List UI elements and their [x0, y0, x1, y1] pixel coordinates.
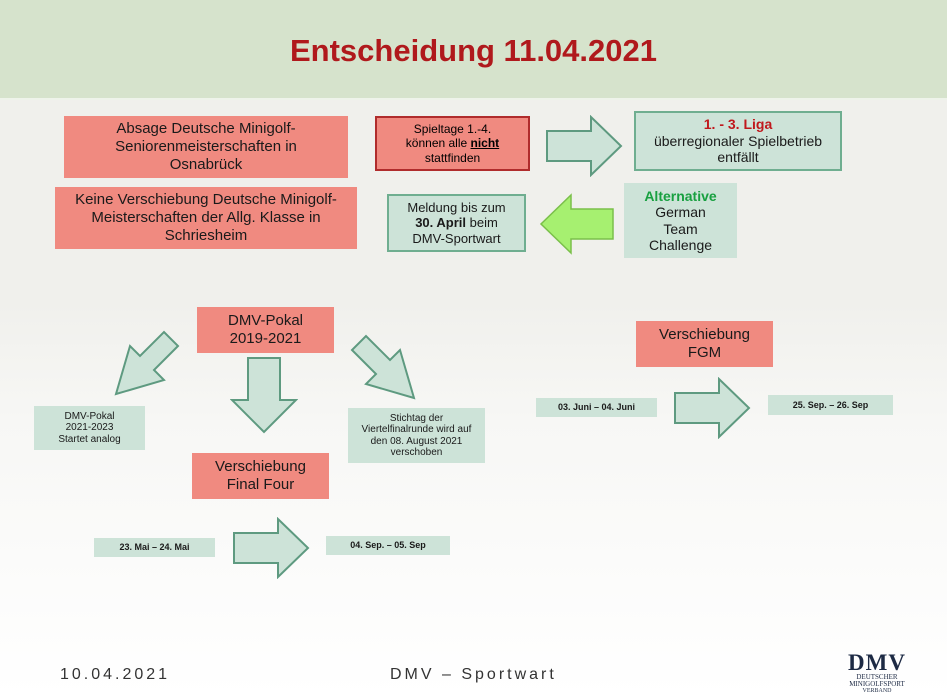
liga-box: 1. - 3. Liga überregionaler Spielbetrieb… [634, 111, 842, 171]
date-ff-old: 23. Mai – 24. Mai [94, 538, 215, 557]
pokal-line1: DMV-Pokal [227, 312, 304, 329]
spieltage-box: Spieltage 1.-4. können alle nicht stattf… [375, 116, 530, 171]
footer-date: 10.04.2021 [60, 666, 171, 683]
final-four-line2: Final Four [226, 476, 295, 493]
alternative-line3: Team [663, 220, 698, 237]
spieltage-line2b: nicht [470, 136, 500, 151]
logo-sub2: MINIGOLFSPORT [849, 680, 905, 688]
meldung-line3: DMV-Sportwart [412, 230, 501, 246]
date-fgm-old-text: 03. Juni – 04. Juni [557, 402, 636, 413]
absage-box: Absage Deutsche Minigolf-Seniorenmeister… [64, 116, 348, 178]
pokal-line2: 2019-2021 [229, 330, 302, 347]
date-fgm-new: 25. Sep. – 26. Sep [768, 395, 893, 415]
logo-sub3: VERBAND [862, 688, 892, 694]
footer-center: DMV – Sportwart [390, 666, 557, 683]
arrow-left-icon [539, 193, 614, 255]
final-four-line1: Verschiebung [215, 458, 306, 475]
date-fgm-new-text: 25. Sep. – 26. Sep [792, 399, 869, 410]
pokal-neu-line2: 2021-2023 [65, 422, 114, 434]
stichtag-box: Stichtag der Viertelfinalrunde wird auf … [348, 408, 485, 463]
liga-line2: überregionaler Spielbetrieb [653, 132, 823, 149]
stichtag-line4: verschoben [390, 447, 443, 458]
arrow-right-icon [546, 115, 623, 177]
alternative-line4: Challenge [648, 236, 713, 253]
liga-title: 1. - 3. Liga [703, 115, 773, 132]
date-ff-new: 04. Sep. – 05. Sep [326, 536, 450, 555]
arrow-right-icon [233, 517, 310, 579]
meldung-box: Meldung bis zum 30. April beim DMV-Sport… [387, 194, 526, 252]
pokal-neu-line1: DMV-Pokal [64, 410, 115, 422]
fgm-line1: Verschiebung [659, 326, 750, 343]
meldung-line2b: beim [466, 215, 498, 231]
pokal-box: DMV-Pokal 2019-2021 [197, 307, 334, 353]
alternative-title: Alternative [644, 188, 717, 205]
date-ff-new-text: 04. Sep. – 05. Sep [350, 540, 426, 551]
header-band [0, 0, 947, 100]
logo-text: DMV [848, 650, 906, 675]
date-ff-old-text: 23. Mai – 24. Mai [119, 542, 190, 553]
arrow-down-left-icon [114, 330, 180, 396]
fgm-box: Verschiebung FGM [636, 321, 773, 367]
liga-line3: entfällt [717, 149, 759, 166]
stichtag-line1: Stichtag der [389, 412, 444, 424]
stichtag-line3: den 08. August 2021 [370, 435, 463, 447]
arrow-down-icon [230, 357, 298, 434]
alternative-box: Alternative German Team Challenge [624, 183, 737, 258]
spieltage-line2a: können alle [405, 136, 471, 151]
arrow-right-icon [674, 377, 751, 439]
keine-verschiebung-box: Keine Verschiebung Deutsche Minigolf-Mei… [55, 187, 357, 249]
stichtag-line2: Viertelfinalrunde wird auf [361, 424, 472, 435]
arrow-down-right-icon [350, 334, 416, 400]
spieltage-line1: Spieltage 1.-4. [413, 121, 492, 136]
dmv-logo: DMV DEUTSCHER MINIGOLFSPORT VERBAND [838, 651, 916, 695]
pokal-neu-box: DMV-Pokal 2021-2023 Startet analog [34, 406, 145, 450]
pokal-neu-line3: Startet analog [58, 433, 121, 445]
date-fgm-old: 03. Juni – 04. Juni [536, 398, 657, 417]
logo-sub1: DEUTSCHER [856, 673, 898, 681]
keine-verschiebung-text: Keine Verschiebung Deutsche Minigolf-Mei… [75, 191, 337, 244]
final-four-box: Verschiebung Final Four [192, 453, 329, 499]
alternative-line2: German [655, 204, 706, 221]
fgm-line2: FGM [687, 344, 722, 361]
absage-text: Absage Deutsche Minigolf-Seniorenmeister… [115, 120, 297, 173]
page-title: Entscheidung 11.04.2021 [289, 33, 657, 68]
meldung-line1: Meldung bis zum [407, 199, 506, 215]
spieltage-line3: stattfinden [424, 150, 481, 165]
meldung-line2a: 30. April [415, 215, 467, 231]
